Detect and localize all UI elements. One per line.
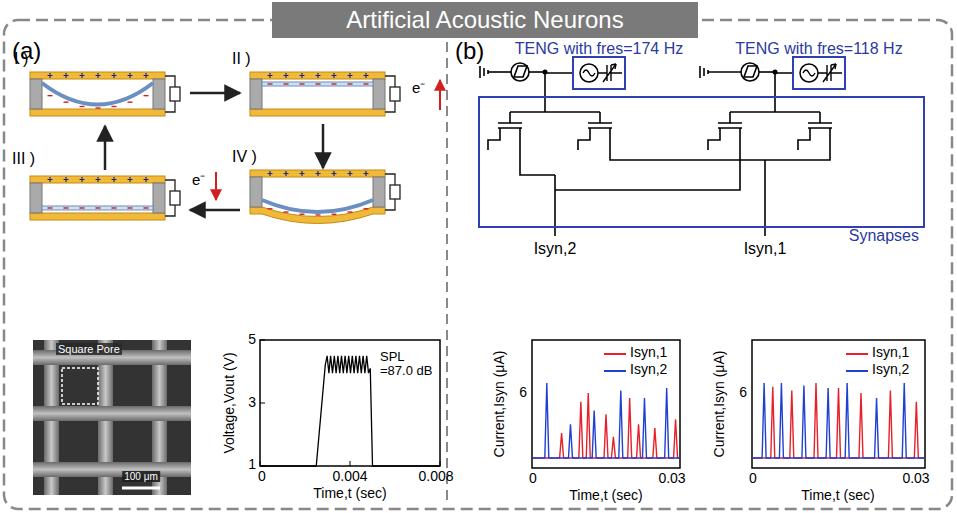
axis-title: Time,t (sec): [313, 486, 386, 501]
axis-title: Time,t (sec): [801, 488, 874, 503]
spike-traces: [533, 383, 924, 458]
synapse-box: Synapses: [478, 96, 925, 228]
cycle-arrow: [104, 126, 107, 170]
step-label: I ): [14, 50, 28, 68]
legend-swatch: [604, 370, 626, 372]
teng-box: TENG with fres=118 Hz: [792, 56, 846, 90]
cycle-arrow: [190, 209, 240, 212]
plot-frame: [752, 340, 925, 468]
plot-frame: [260, 340, 440, 466]
annotation: Square Pore: [56, 343, 122, 355]
axis-title: Current,Isyn (μA): [712, 351, 727, 458]
axis-title: Voltage,Vout (V): [222, 352, 237, 453]
teng-label: TENG with fres=118 Hz: [735, 40, 902, 58]
mesh-wires: [33, 340, 191, 495]
axis-title: Current,Isyn (μA): [492, 351, 507, 458]
teng-box: TENG with fres=174 Hz: [572, 56, 626, 90]
wire-connector: [775, 73, 792, 96]
tick-label: 0: [749, 471, 757, 486]
pore-outline: [62, 368, 98, 404]
scale-label: 100 μm: [122, 471, 160, 482]
legend-swatch: [604, 353, 626, 355]
legend-swatch: [846, 370, 868, 372]
source-symbol: [574, 58, 624, 88]
tick-label: 5: [248, 332, 256, 347]
axis-ticks: [260, 340, 440, 466]
source-symbol: [794, 58, 844, 88]
group-label: Synapses: [849, 227, 919, 245]
electron-arrow: [215, 172, 217, 200]
step-label: III ): [12, 150, 35, 168]
electron-label: e⁻: [412, 80, 425, 97]
circuit-wires: [480, 63, 830, 236]
scale-bar: [122, 487, 160, 490]
teng-label: TENG with fres=174 Hz: [515, 40, 684, 58]
teng-cycle: [30, 72, 400, 224]
tick-label: 0: [529, 471, 537, 486]
panel-label: (b): [455, 38, 484, 64]
signal-name: Isyn,2: [534, 240, 577, 258]
panel-divider: [446, 42, 448, 506]
step-label: IV ): [232, 148, 257, 166]
plot-frame: [532, 340, 680, 468]
sem-image: [33, 340, 191, 495]
signal-name: Isyn,1: [744, 240, 787, 258]
legend-label: Isyn,1: [630, 345, 667, 360]
title-banner: Artificial Acoustic Neurons: [272, 2, 698, 38]
tick-label: 1: [248, 457, 256, 472]
cycle-arrow: [190, 92, 240, 95]
transistor-symbols: [488, 112, 832, 150]
electron-label: e⁻: [192, 172, 205, 189]
legend-swatch: [846, 353, 868, 355]
tick-label: 0.008: [418, 469, 453, 484]
legend-label: Isyn,1: [872, 345, 909, 360]
tick-label: 3: [248, 395, 256, 410]
tick-label: 6: [519, 385, 527, 400]
step-label: II ): [232, 50, 251, 68]
annotation: SPL =87.0 dB: [380, 350, 440, 379]
legend-label: Isyn,2: [630, 362, 667, 377]
legend-label: Isyn,2: [872, 362, 909, 377]
tick-label: 0.004: [332, 469, 367, 484]
wire-connector: [545, 73, 572, 96]
axis-title: Time,t (sec): [569, 488, 642, 503]
tick-label: 0: [258, 469, 266, 484]
electron-arrow: [439, 80, 441, 110]
tick-label: 6: [739, 385, 747, 400]
panel-frame: [4, 20, 952, 509]
tick-label: 0.03: [902, 471, 929, 486]
tick-label: 0.03: [658, 471, 685, 486]
cycle-arrow: [322, 124, 325, 168]
